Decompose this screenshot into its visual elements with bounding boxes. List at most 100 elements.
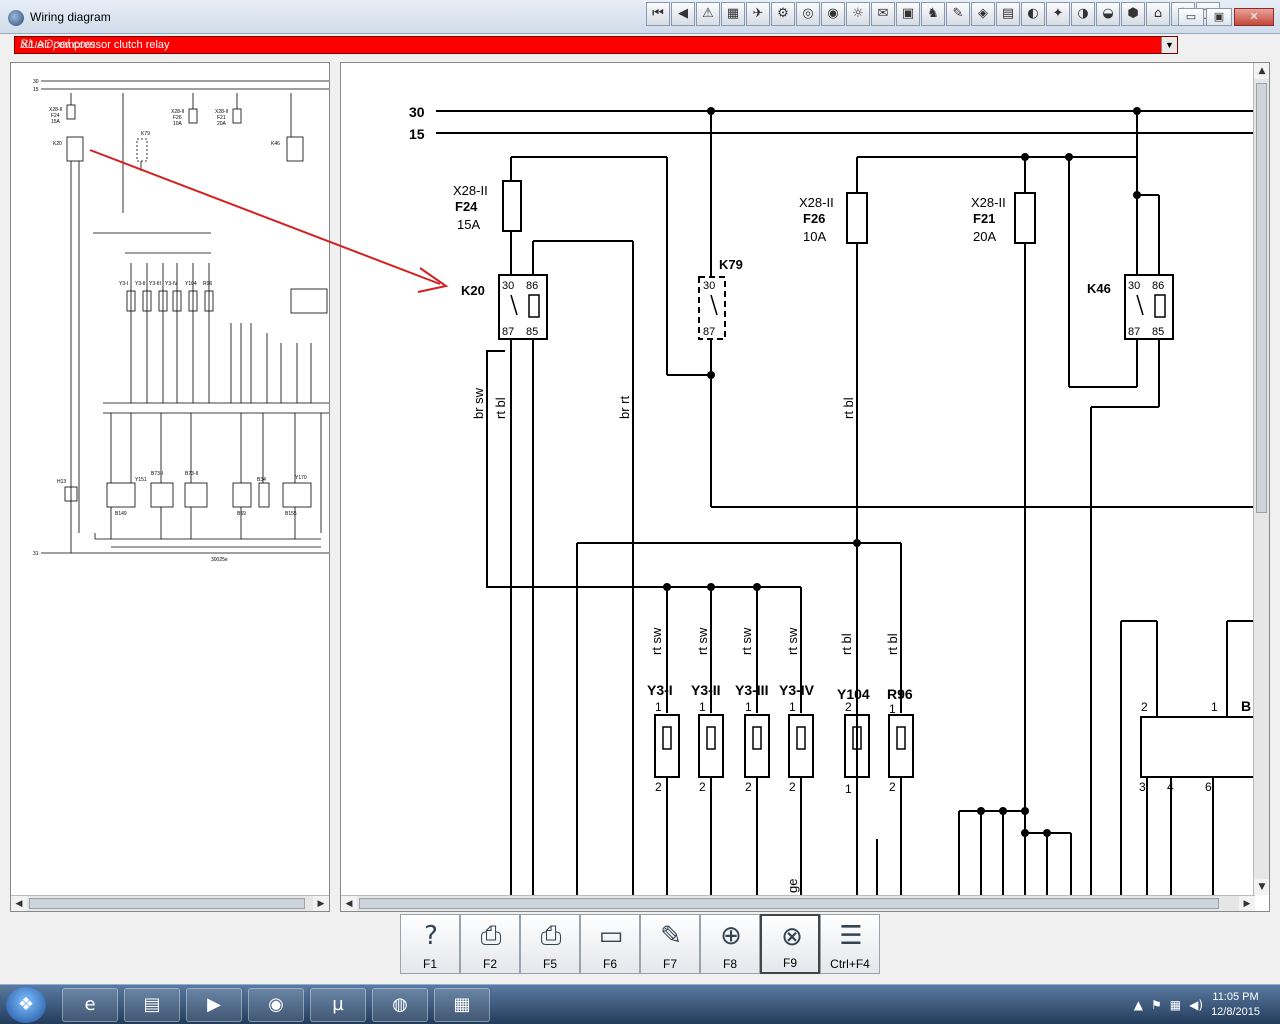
clock[interactable]: 11:05 PM 12/8/2015	[1211, 990, 1260, 1020]
toolbar-button-1[interactable]: ⏮	[646, 2, 670, 26]
fkey-f8-button[interactable]: ⊕F8	[700, 914, 760, 974]
overview-y151-label: Y151	[135, 477, 147, 483]
detail-vscroll-thumb[interactable]	[1256, 83, 1267, 513]
probe-icon: ✎	[660, 921, 682, 951]
scroll-left-icon[interactable]: ◀	[11, 896, 27, 911]
scroll-right-icon[interactable]: ▶	[313, 896, 329, 911]
wiring-app-task-icon[interactable]: ▦	[434, 988, 490, 1022]
toolbar-button-18[interactable]: ◑	[1071, 2, 1095, 26]
toolbar-button-9[interactable]: ☼	[846, 2, 870, 26]
watermark-text: BlueOpel.com	[20, 37, 96, 51]
toolbar-button-10[interactable]: ✉	[871, 2, 895, 26]
network-icon[interactable]: ▦	[1169, 998, 1182, 1012]
detail-hscroll-thumb[interactable]	[359, 898, 1219, 909]
connector-icon: ▭	[598, 921, 624, 951]
restore-button[interactable]: ▣	[1206, 8, 1232, 26]
overview-scroll-thumb[interactable]	[29, 898, 305, 909]
app-globe-task-icon[interactable]: ◍	[372, 988, 428, 1022]
toolbar-button-11[interactable]: ▣	[896, 2, 920, 26]
scroll-left-icon[interactable]: ◀	[341, 896, 357, 911]
overview-pane[interactable]: 30 15 31 X28-II F24 15A X28-II F26 10A X…	[10, 62, 330, 912]
top-toolbar: ⏮◀⚠▦✈⚙◎◉☼✉▣♞✎◈▤◐✦◑◒⬢⌂✿▢	[646, 2, 1220, 28]
fkey-label: F2	[482, 957, 497, 971]
fkey-f7-button[interactable]: ✎F7	[640, 914, 700, 974]
y104-pin-top: 2	[845, 700, 852, 714]
toolbar-button-12[interactable]: ♞	[921, 2, 945, 26]
overview-b73ii-label: B73-II	[185, 471, 198, 477]
toolbar-button-15[interactable]: ▤	[996, 2, 1020, 26]
toolbar-button-21[interactable]: ⌂	[1146, 2, 1170, 26]
sensor-pin-1: 1	[1211, 700, 1218, 714]
detail-horizontal-scrollbar[interactable]: ◀ ▶	[341, 895, 1255, 911]
y104-pin-bottom: 1	[845, 782, 852, 796]
y3i-pin-top: 1	[655, 700, 662, 714]
detail-pane[interactable]: 30 15 X28-II F24 15A X28-II F26 10A X28-…	[340, 62, 1270, 912]
fkey-label: F9	[782, 956, 797, 970]
scroll-right-icon[interactable]: ▶	[1239, 896, 1255, 911]
overview-bus-15: 15	[33, 87, 39, 93]
toolbar-button-13[interactable]: ✎	[946, 2, 970, 26]
sensor-pin-6: 6	[1205, 780, 1212, 794]
toolbar-button-14[interactable]: ◈	[971, 2, 995, 26]
toolbar-button-4[interactable]: ▦	[721, 2, 745, 26]
media-player-icon[interactable]: ▶	[186, 988, 242, 1022]
y3iii-pin-top: 1	[745, 700, 752, 714]
fkey-f1-button[interactable]: ?F1	[400, 914, 460, 974]
k20-pin-87: 87	[502, 326, 514, 338]
window-title: Wiring diagram	[30, 10, 111, 24]
wiring-diagram-canvas[interactable]: 30 15 X28-II F24 15A X28-II F26 10A X28-…	[341, 63, 1256, 895]
start-button[interactable]: ❖	[6, 987, 46, 1023]
fkey-f5-button[interactable]: ⎙F5	[520, 914, 580, 974]
scroll-up-icon[interactable]: ▲	[1254, 63, 1269, 79]
fkey-f6-button[interactable]: ▭F6	[580, 914, 640, 974]
wire-label-y3iii: rt sw	[739, 627, 754, 655]
wire-label-y3ii: rt sw	[695, 627, 710, 655]
fkey-label: F5	[542, 957, 557, 971]
file-explorer-icon[interactable]: ▤	[124, 988, 180, 1022]
wire-label-rt-bl-k20: rt bl	[493, 397, 508, 419]
overview-y104-label: Y104	[185, 281, 197, 287]
fkey-label: F8	[722, 957, 737, 971]
k79-label: K79	[719, 257, 743, 272]
printer-icon: ⎙	[480, 921, 502, 951]
fkey-f9-button[interactable]: ⊗F9	[760, 914, 820, 974]
fkey-f2-button[interactable]: ⎙ F2	[460, 914, 520, 974]
close-button[interactable]: ✕	[1234, 8, 1274, 26]
chrome-icon[interactable]: ◉	[248, 988, 304, 1022]
diagram-selector-dropdown[interactable]: X1 Air compressor clutch relay ▼	[14, 36, 1178, 54]
volume-icon[interactable]: ◀)	[1189, 998, 1204, 1012]
k46-label: K46	[1087, 281, 1111, 296]
tray-expand-icon[interactable]: ▲	[1133, 998, 1144, 1012]
toolbar-button-7[interactable]: ◎	[796, 2, 820, 26]
minimize-button[interactable]: ▭	[1178, 8, 1204, 26]
toolbar-button-20[interactable]: ⬢	[1121, 2, 1145, 26]
f24-name-label: F24	[455, 199, 478, 214]
f26-connector-label: X28-II	[799, 195, 834, 210]
flag-icon[interactable]: ⚑	[1151, 998, 1162, 1012]
toolbar-button-16[interactable]: ◐	[1021, 2, 1045, 26]
detail-vertical-scrollbar[interactable]: ▲ ▼	[1253, 63, 1269, 895]
k46-pin-86: 86	[1152, 280, 1164, 292]
window-title-bar[interactable]: Wiring diagram ⏮◀⚠▦✈⚙◎◉☼✉▣♞✎◈▤◐✦◑◒⬢⌂✿▢ ▭…	[0, 0, 1280, 34]
fkey-label: Ctrl+F4	[830, 957, 870, 971]
toolbar-button-3[interactable]: ⚠	[696, 2, 720, 26]
toolbar-button-2[interactable]: ◀	[671, 2, 695, 26]
toolbar-button-19[interactable]: ◒	[1096, 2, 1120, 26]
utorrent-icon[interactable]: µ	[310, 988, 366, 1022]
internet-explorer-icon[interactable]: e	[62, 988, 118, 1022]
overview-horizontal-scrollbar[interactable]: ◀ ▶	[11, 895, 329, 911]
toolbar-button-17[interactable]: ✦	[1046, 2, 1070, 26]
y3i-pin-bottom: 2	[655, 780, 662, 794]
overview-diagram[interactable]: 30 15 31 X28-II F24 15A X28-II F26 10A X…	[11, 63, 329, 893]
chevron-down-icon[interactable]: ▼	[1161, 37, 1177, 53]
wire-label-y104: rt bl	[839, 633, 854, 655]
sensor-pin-3: 3	[1139, 780, 1146, 794]
fkey-ctrl-f4-button[interactable]: ☰Ctrl+F4	[820, 914, 880, 974]
toolbar-button-6[interactable]: ⚙	[771, 2, 795, 26]
scroll-down-icon[interactable]: ▼	[1254, 879, 1269, 895]
k46-pin-87: 87	[1128, 326, 1140, 338]
y3iii-label: Y3-III	[735, 682, 768, 698]
toolbar-button-8[interactable]: ◉	[821, 2, 845, 26]
y104-label: Y104	[837, 686, 870, 702]
toolbar-button-5[interactable]: ✈	[746, 2, 770, 26]
